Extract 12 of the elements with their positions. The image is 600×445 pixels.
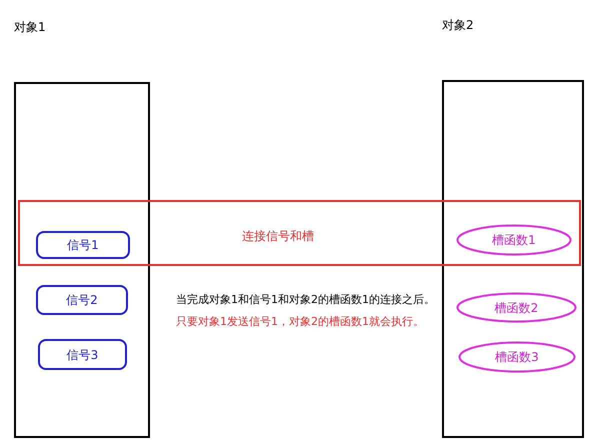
object-heading: 对象1 — [14, 19, 46, 36]
connection-band — [18, 200, 581, 266]
band-label: 连接信号和槽 — [242, 228, 314, 245]
note-text: 只要对象1发送信号1，对象2的槽函数1就会执行。 — [176, 314, 424, 330]
object-heading: 对象2 — [442, 17, 474, 34]
note-text: 当完成对象1和信号1和对象2的槽函数1的连接之后。 — [176, 292, 435, 308]
slot-label: 槽函数3 — [495, 349, 539, 366]
signal-box: 信号1 — [36, 231, 130, 259]
slot-label: 槽函数2 — [494, 300, 538, 316]
signal-box: 信号3 — [38, 339, 127, 370]
signal-box: 信号2 — [36, 285, 128, 315]
slot-label: 槽函数1 — [492, 232, 536, 249]
